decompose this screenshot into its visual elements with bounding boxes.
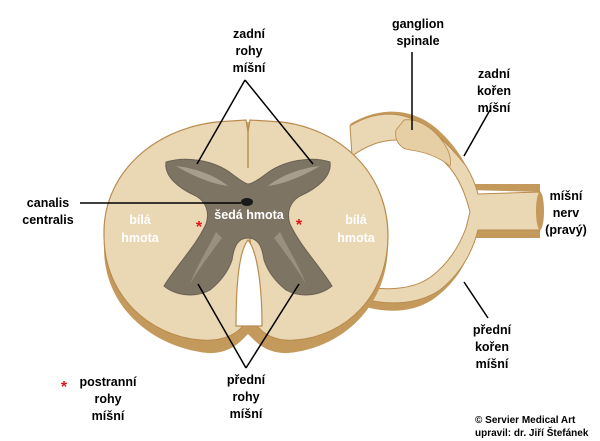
credits: © Servier Medical Art upravil: dr. Jiří … [475, 415, 589, 439]
bila-right-line2: hmota [337, 231, 376, 245]
misni-nerv-line1: míšní [550, 189, 583, 203]
bila-left-line1: bílá [129, 213, 151, 227]
postranni-line2: rohy [94, 392, 121, 406]
leader-predni-rohy-left [197, 283, 247, 369]
label-zadni-koren: zadní kořen míšní [477, 67, 511, 115]
label-ganglion: ganglion spinale [392, 17, 444, 48]
zadni-koren-line1: zadní [478, 67, 510, 81]
predni-rohy-line3: míšní [230, 407, 263, 421]
zadni-koren-line2: kořen [477, 84, 511, 98]
zadni-rohy-line1: zadní [233, 27, 265, 41]
misni-nerv-line3: (pravý) [545, 223, 587, 237]
label-misni-nerv: míšní nerv (pravý) [545, 189, 587, 237]
leader-zadni-koren [463, 109, 491, 157]
bila-right-line1: bílá [345, 213, 367, 227]
predni-rohy-line1: přední [227, 373, 266, 387]
gray-highlight-left [176, 166, 228, 186]
seda-hmota-label: šedá hmota [214, 208, 285, 222]
label-predni-rohy: přední rohy míšní [227, 373, 266, 421]
gray-highlight-right-low [274, 232, 306, 284]
leader-predni-koren [463, 281, 489, 319]
nerve-end [536, 192, 544, 230]
label-predni-koren: přední kořen míšní [473, 323, 512, 371]
postranni-star: * [61, 379, 68, 396]
predni-rohy-line2: rohy [232, 390, 259, 404]
leader-lines [80, 52, 491, 369]
canalis-line2: centralis [22, 213, 73, 227]
ganglion-line1: ganglion [392, 17, 444, 31]
gray-highlight-left-low [190, 232, 222, 284]
predni-koren-line2: kořen [475, 340, 509, 354]
ganglion-line2: spinale [396, 34, 439, 48]
lateral-horn-marker-right: * [296, 217, 303, 234]
bila-left-line2: hmota [121, 231, 160, 245]
postranni-line3: míšní [92, 409, 125, 423]
canalis-line1: canalis [27, 196, 69, 210]
label-bila-right: bílá hmota [337, 213, 376, 245]
ganglion-swelling [395, 119, 451, 167]
predni-koren-line3: míšní [476, 357, 509, 371]
gray-matter-group [163, 158, 333, 296]
leader-predni-rohy-right [245, 283, 300, 369]
leader-zadni-rohy-left [196, 79, 246, 165]
zadni-rohy-line2: rohy [235, 44, 262, 58]
label-canalis: canalis centralis [22, 196, 73, 227]
label-postranni: * postranní rohy míšní [61, 375, 137, 423]
label-zadni-rohy: zadní rohy míšní [233, 27, 266, 75]
zadni-koren-line3: míšní [478, 101, 511, 115]
credit-line2: upravil: dr. Jiří Štefánek [475, 426, 589, 439]
gray-matter [163, 158, 333, 296]
label-bila-left: bílá hmota [121, 213, 160, 245]
credit-line1: © Servier Medical Art [475, 415, 576, 426]
leader-zadni-rohy-right [244, 79, 314, 165]
anterior-fissure [235, 239, 263, 327]
zadni-rohy-line3: míšní [233, 61, 266, 75]
misni-nerv-line2: nerv [553, 206, 579, 220]
postranni-line1: postranní [80, 375, 137, 389]
lateral-horn-marker-left: * [196, 219, 203, 236]
predni-koren-line1: přední [473, 323, 512, 337]
central-canal [241, 198, 253, 206]
nerve-roots [349, 111, 544, 311]
gray-highlight-right [268, 166, 320, 186]
